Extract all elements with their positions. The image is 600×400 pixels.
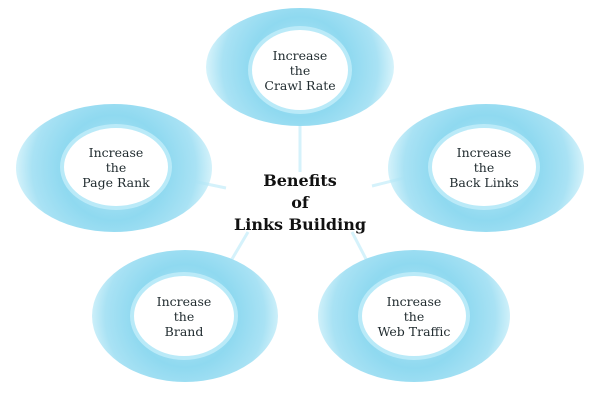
node-label-web-traffic: Increase the Web Traffic bbox=[377, 293, 451, 339]
node-page-rank: Increase the Page Rank bbox=[64, 128, 168, 206]
node-label-crawl-rate: Increase the Crawl Rate bbox=[264, 47, 336, 93]
center-title: Benefits of Links Building bbox=[233, 171, 367, 234]
node-crawl-rate: Increase the Crawl Rate bbox=[252, 30, 348, 110]
node-web-traffic: Increase the Web Traffic bbox=[362, 276, 466, 356]
node-back-links: Increase the Back Links bbox=[432, 128, 536, 206]
node-label-brand: Increase the Brand bbox=[156, 293, 212, 339]
node-label-page-rank: Increase the Page Rank bbox=[82, 144, 150, 190]
node-brand: Increase the Brand bbox=[134, 276, 234, 356]
node-label-back-links: Increase the Back Links bbox=[449, 144, 519, 190]
